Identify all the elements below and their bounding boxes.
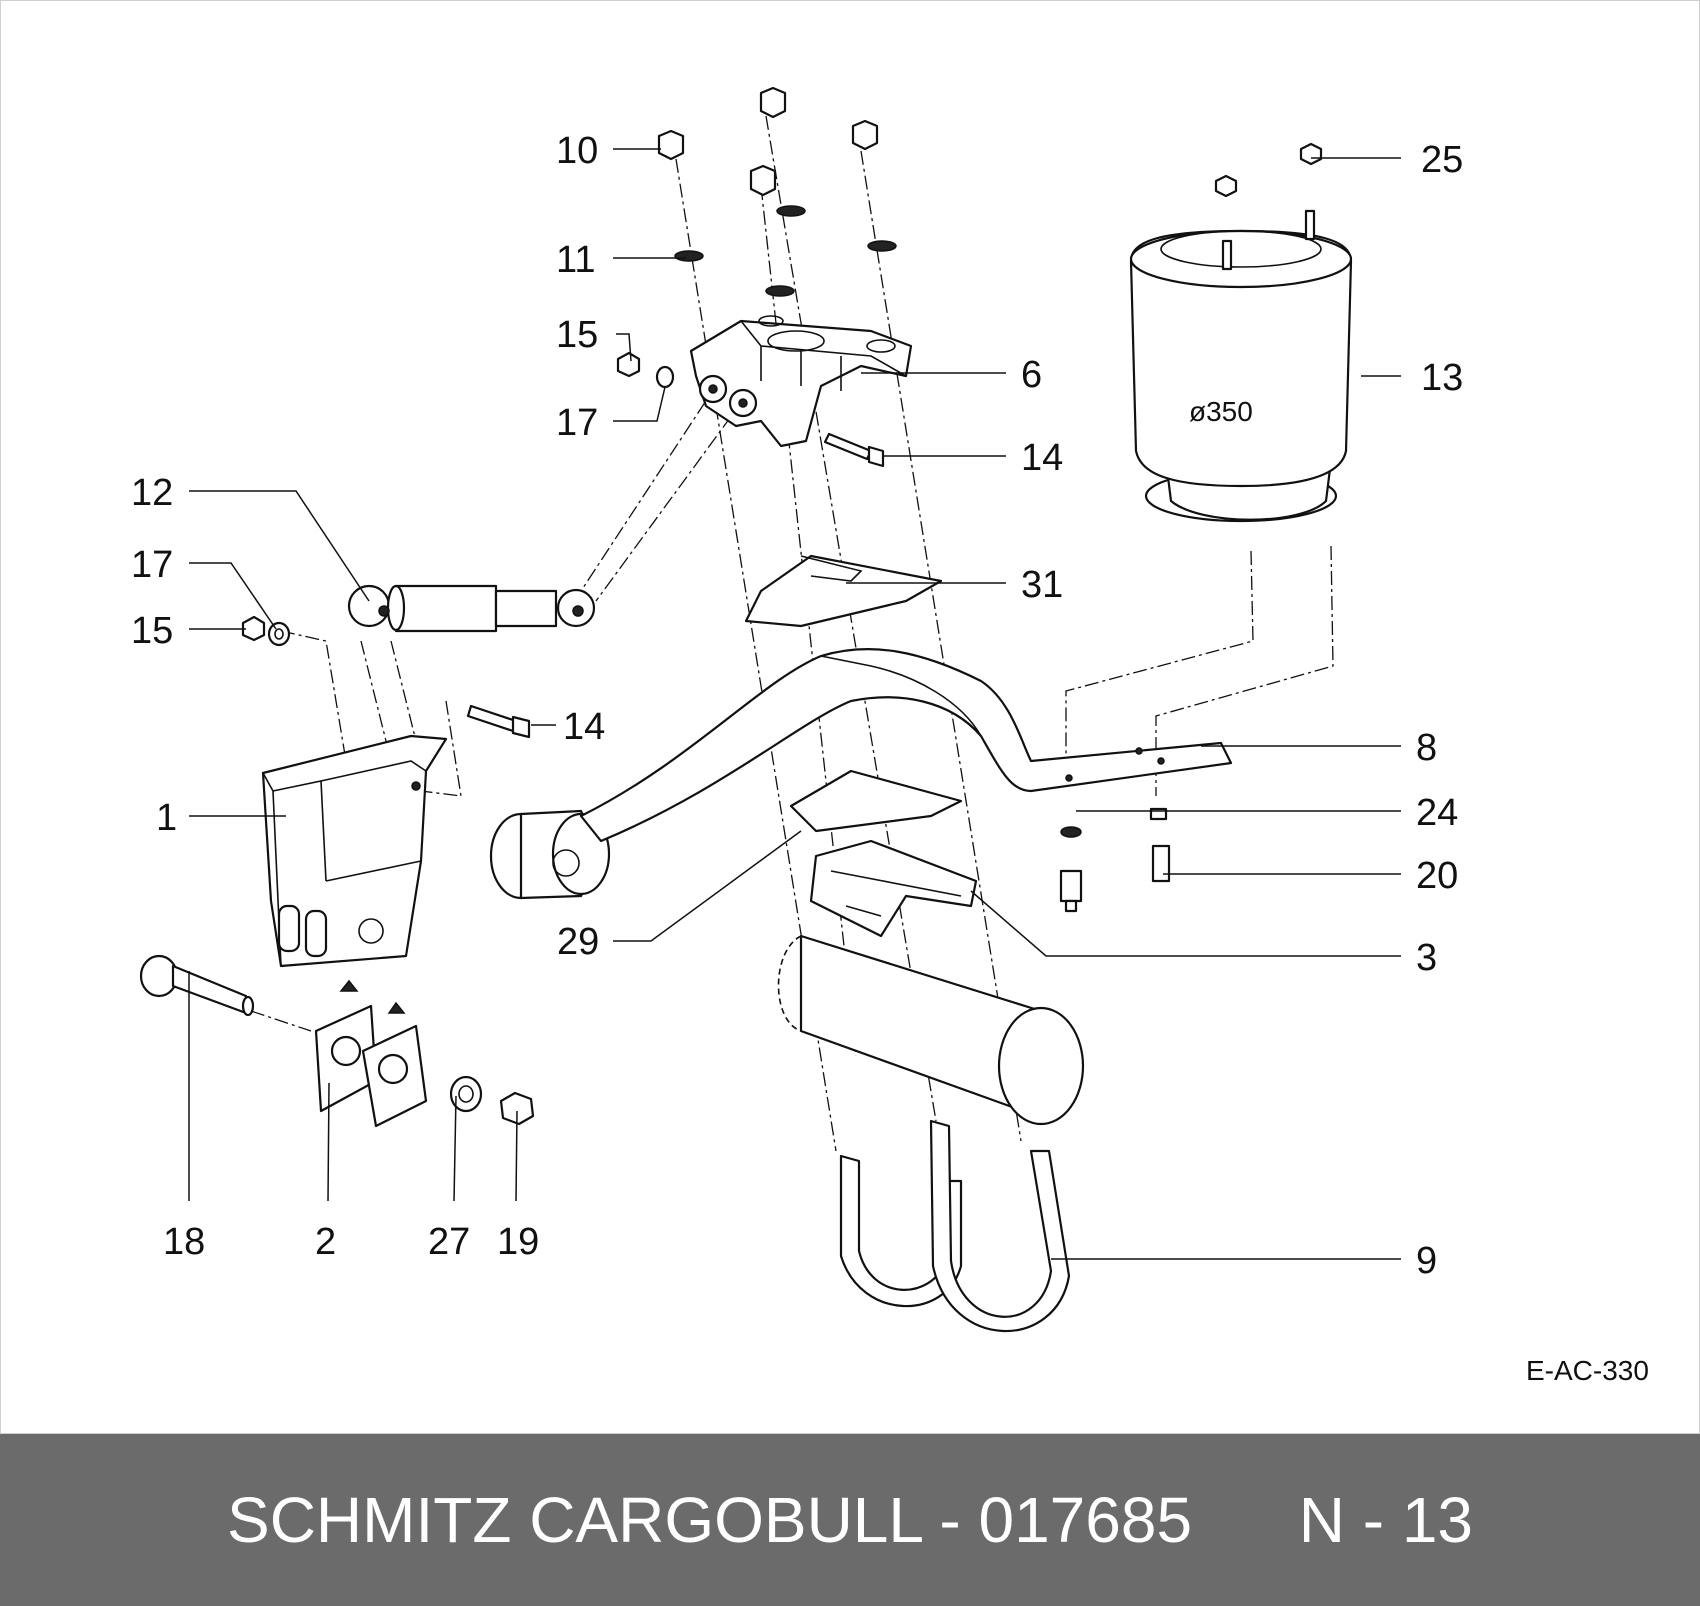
- upper-bracket: [689, 315, 913, 448]
- top-nuts-washers: [616, 86, 897, 389]
- pivot-bolt: [139, 954, 255, 1017]
- callout-18: 18: [163, 1221, 205, 1263]
- callout-25: 25: [1421, 139, 1463, 181]
- drawing-code: E-AC-330: [1526, 1355, 1649, 1386]
- exploded-parts-diagram: ø350: [0, 0, 1700, 1434]
- trailing-arm: [489, 648, 1233, 900]
- diagram-svg: ø350: [131, 86, 1649, 1386]
- leader-lines: [188, 148, 1401, 1260]
- left-nut-washer: [241, 615, 291, 647]
- callout-12: 12: [131, 472, 173, 514]
- callout-labels: 10 11 15 17 12 17 15 14 1 18 2 27 19 6 1…: [131, 130, 1463, 1282]
- spring-hardware: [1059, 807, 1171, 913]
- callout-27: 27: [428, 1221, 470, 1263]
- callout-11: 11: [556, 239, 595, 281]
- callout-2: 2: [315, 1221, 336, 1263]
- hanger-bracket: [261, 734, 448, 968]
- footer-text: SCHMITZ CARGOBULL - 017685 N - 13: [0, 1434, 1700, 1606]
- shock-absorber: [347, 584, 596, 633]
- callout-10: 10: [556, 130, 598, 172]
- page-reference: N - 13: [1298, 1484, 1473, 1556]
- callout-19: 19: [497, 1221, 539, 1263]
- callout-14-lower: 14: [563, 706, 605, 748]
- u-bolts: [839, 1119, 1071, 1333]
- lower-pad: [789, 769, 963, 833]
- callout-3: 3: [1416, 937, 1437, 979]
- axle-tube: [777, 934, 1085, 1126]
- callout-15-upper: 15: [556, 314, 598, 356]
- callout-1: 1: [156, 797, 177, 839]
- bellows-diameter-label: ø350: [1189, 396, 1253, 427]
- callout-13: 13: [1421, 357, 1463, 399]
- callout-17-lower: 17: [131, 544, 173, 586]
- callout-17-upper: 17: [556, 402, 598, 444]
- callout-14-upper: 14: [1021, 437, 1063, 479]
- washer-nut: [449, 1075, 535, 1126]
- callout-8: 8: [1416, 727, 1437, 769]
- callout-6: 6: [1021, 354, 1042, 396]
- callout-29: 29: [557, 921, 599, 963]
- callout-9: 9: [1416, 1240, 1437, 1282]
- brand-part-number: SCHMITZ CARGOBULL - 017685: [227, 1484, 1193, 1556]
- upper-bolt: [823, 432, 885, 468]
- upper-pad: [744, 554, 943, 628]
- air-spring: ø350: [1129, 142, 1353, 523]
- axle-seat: [809, 839, 978, 938]
- eccentric-plates: [314, 979, 428, 1128]
- callout-20: 20: [1416, 855, 1458, 897]
- callout-15-lower: 15: [131, 610, 173, 652]
- lower-bolt: [466, 704, 531, 739]
- callout-31: 31: [1021, 564, 1063, 606]
- callout-24: 24: [1416, 792, 1458, 834]
- footer-bar: SCHMITZ CARGOBULL - 017685 N - 13: [0, 1434, 1700, 1606]
